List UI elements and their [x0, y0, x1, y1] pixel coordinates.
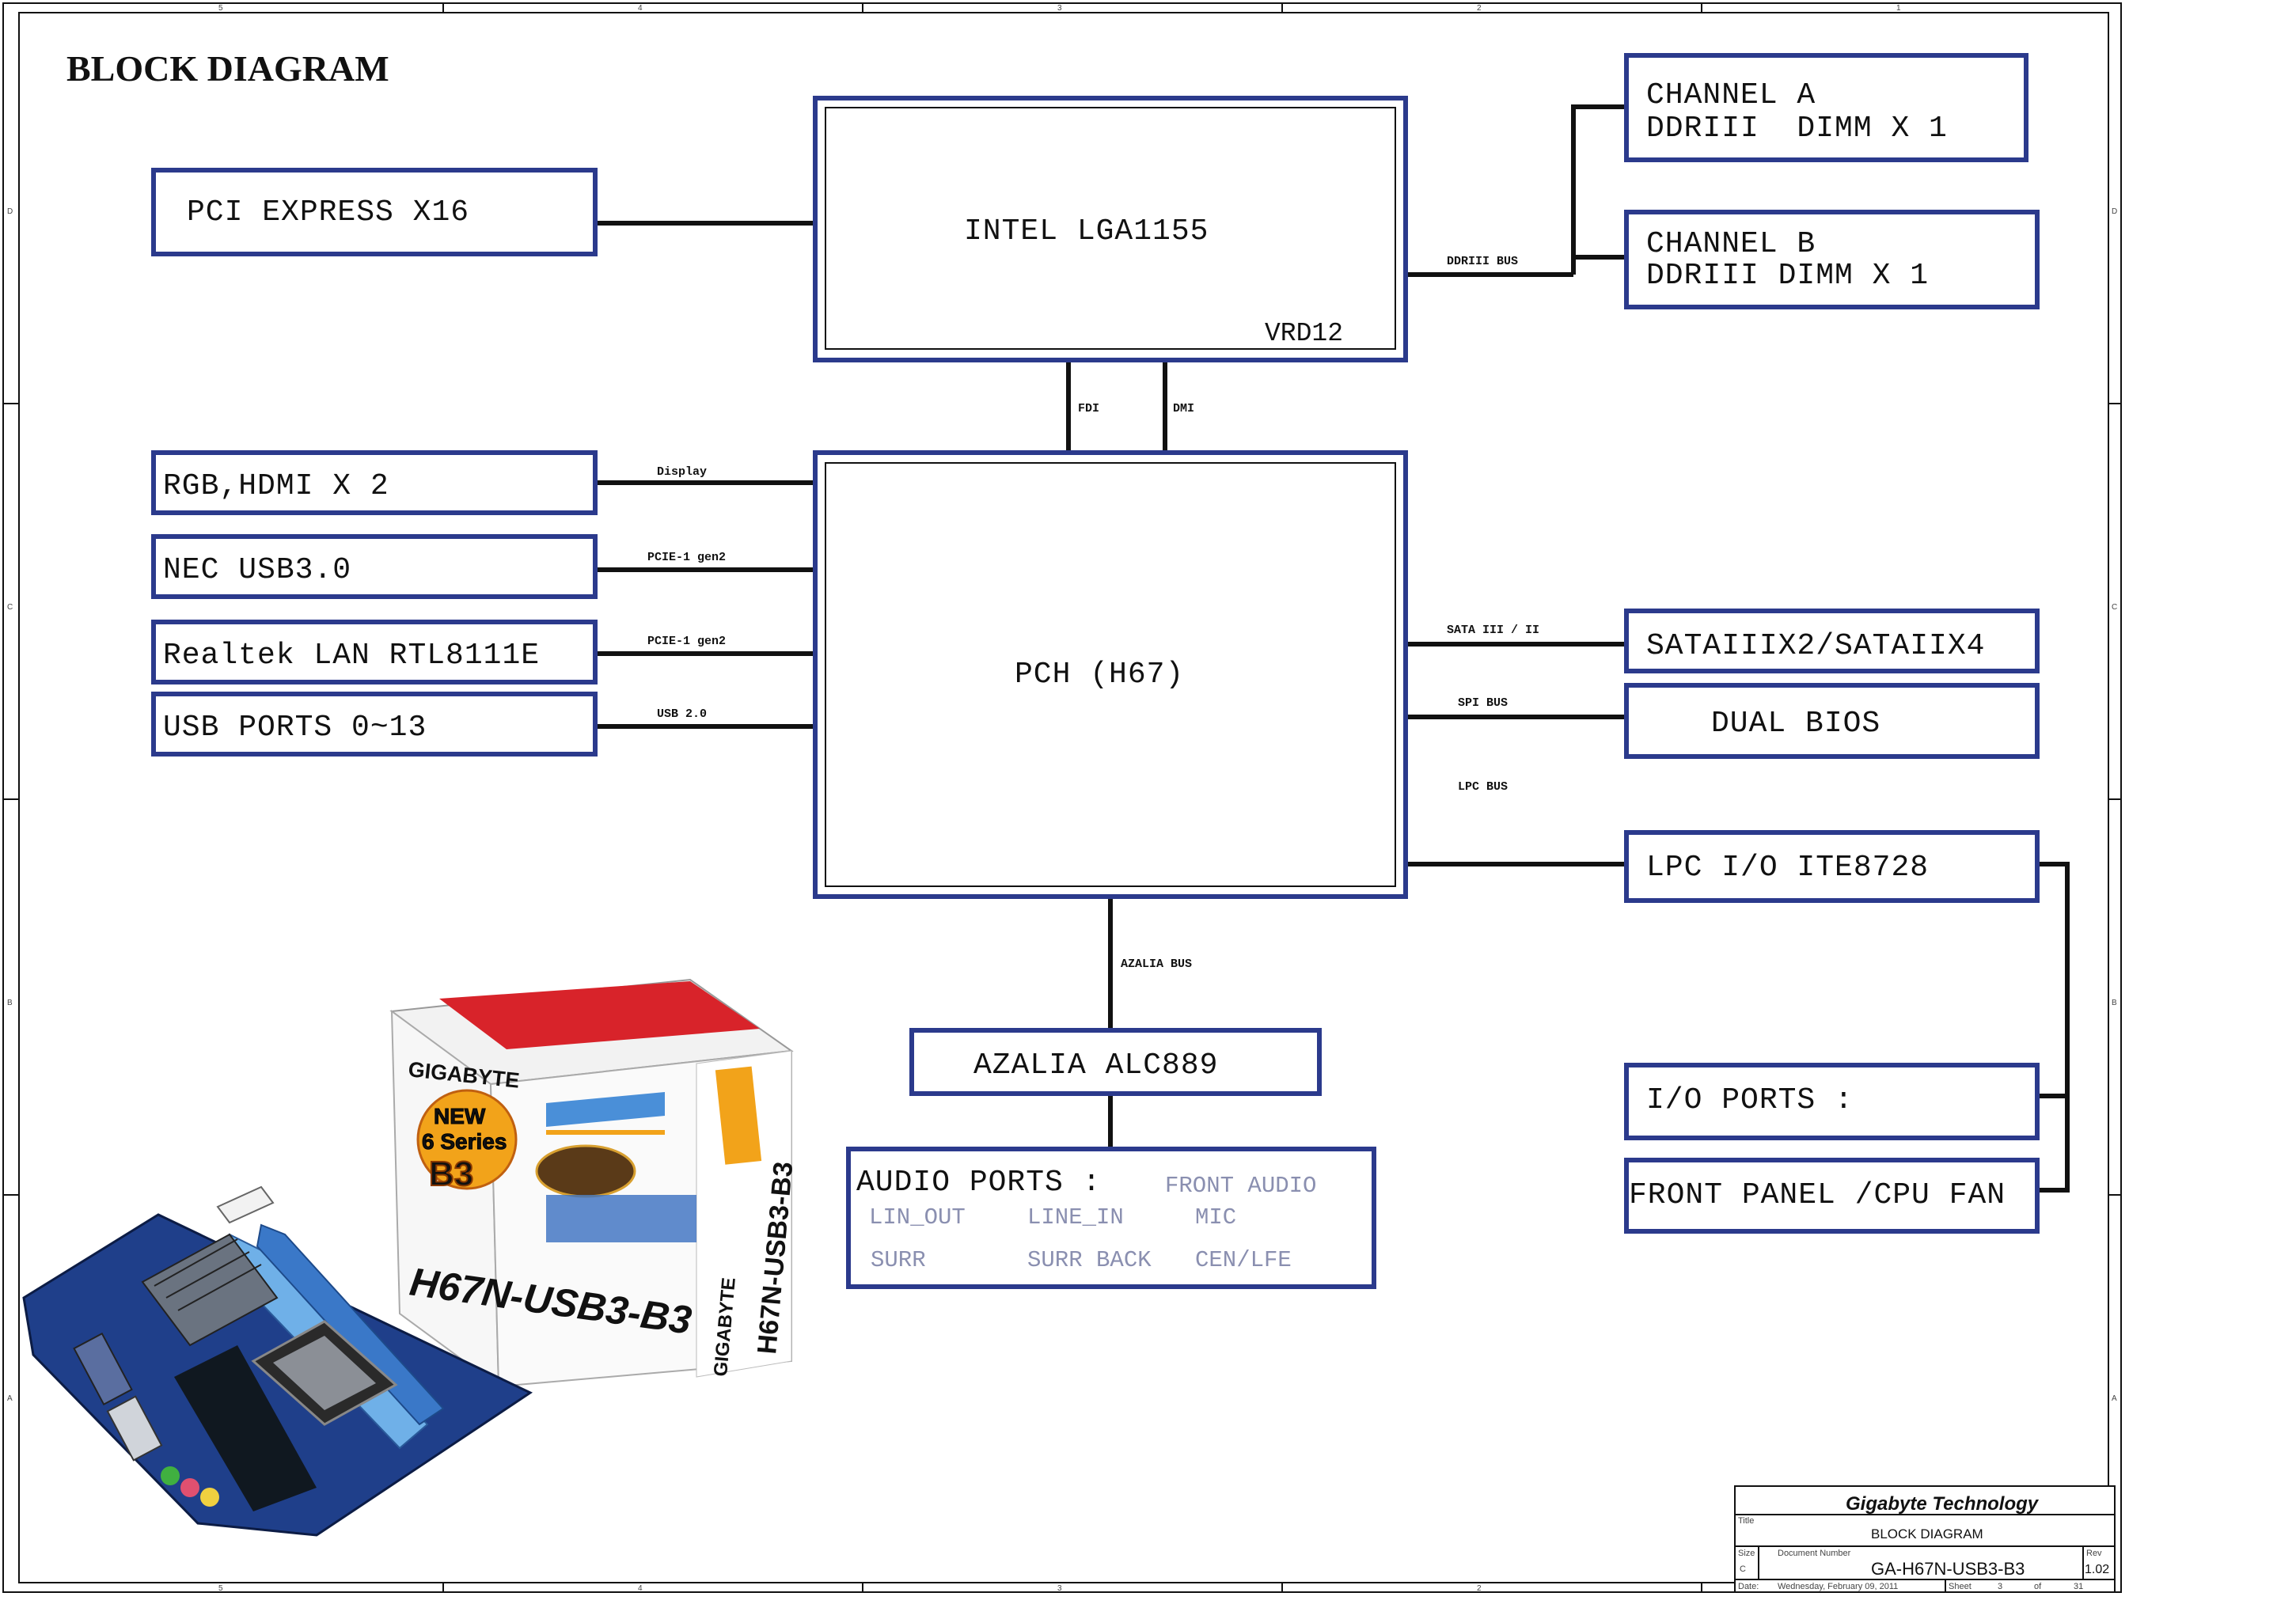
- block-label-lpc-io: LPC I/O ITE8728: [1646, 851, 1929, 885]
- zone-row-label: A: [7, 1394, 13, 1403]
- bus-label-ddriii: DDRIII BUS: [1447, 255, 1518, 268]
- title-block-docnum: GA-H67N-USB3-B3: [1871, 1559, 2025, 1579]
- zone-col-label: 3: [1057, 1584, 1062, 1593]
- block-label-nec-usb3: NEC USB3.0: [163, 553, 351, 587]
- block-pcie-x16: PCI EXPRESS X16: [151, 168, 598, 256]
- block-label-dual-bios: DUAL BIOS: [1711, 707, 1880, 741]
- bus-label-fdi: FDI: [1078, 402, 1099, 415]
- title-block-size: C: [1740, 1564, 1746, 1574]
- block-label-front-panel: FRONT PANEL /CPU FAN: [1629, 1178, 2006, 1212]
- audio-line-in: LINE_IN: [1027, 1204, 1124, 1231]
- block-label-rgb-hdmi: RGB,HDMI X 2: [163, 469, 389, 503]
- zone-col-label: 4: [638, 4, 643, 13]
- block-pch: PCH (H67): [813, 450, 1408, 899]
- zone-row-label: B: [7, 999, 13, 1007]
- block-realtek-lan: Realtek LAN RTL8111E: [151, 620, 598, 684]
- zone-row-label: D: [7, 207, 13, 216]
- audio-cen-lfe: CEN/LFE: [1195, 1247, 1292, 1273]
- title-block-rev-label: Rev: [2086, 1549, 2102, 1558]
- block-label-channel-b-1: CHANNEL B: [1646, 227, 1816, 261]
- bus-label-azalia: AZALIA BUS: [1121, 957, 1192, 971]
- block-channel-a: CHANNEL A DDRIII DIMM X 1: [1624, 53, 2028, 162]
- block-label-pch: PCH (H67): [1015, 658, 1184, 692]
- block-usb-ports: USB PORTS 0~13: [151, 692, 598, 757]
- zone-col-label: 4: [638, 1584, 643, 1593]
- block-cpu: INTEL LGA1155 VRD12: [813, 96, 1408, 362]
- block-lpc-io: LPC I/O ITE8728: [1624, 830, 2040, 903]
- connection-lines: [595, 104, 2070, 1193]
- audio-ports-heading: AUDIO PORTS :: [856, 1166, 1101, 1200]
- lpc-io-riser: [2037, 862, 2070, 1193]
- zone-row-label: C: [7, 603, 13, 612]
- block-sata: SATAIIIX2/SATAIIX4: [1624, 609, 2040, 673]
- block-label-vrd: VRD12: [1265, 319, 1343, 348]
- zone-row-label: C: [2112, 603, 2117, 612]
- title-block-company: Gigabyte Technology: [1846, 1493, 2040, 1515]
- block-label-azalia: AZALIA ALC889: [973, 1049, 1218, 1083]
- block-dual-bios: DUAL BIOS: [1624, 683, 2040, 759]
- audio-mic: MIC: [1195, 1204, 1236, 1231]
- block-audio-ports: AUDIO PORTS : FRONT AUDIO LIN_OUT LINE_I…: [846, 1147, 1376, 1289]
- title-block-date: Wednesday, February 09, 2011: [1778, 1582, 1898, 1591]
- zone-row-label: B: [2112, 999, 2117, 1007]
- zone-row-label: A: [2112, 1394, 2117, 1403]
- zone-col-label: 2: [1477, 4, 1482, 13]
- block-nec-usb3: NEC USB3.0: [151, 534, 598, 599]
- bus-label-lpc: LPC BUS: [1458, 780, 1508, 794]
- block-label-usb-ports: USB PORTS 0~13: [163, 711, 427, 745]
- block-label-channel-a-2: DDRIII DIMM X 1: [1646, 112, 1948, 146]
- block-rgb-hdmi: RGB,HDMI X 2: [151, 450, 598, 515]
- block-label-channel-a-1: CHANNEL A: [1646, 78, 1816, 112]
- audio-surr: SURR: [871, 1247, 926, 1273]
- bus-label-display: Display: [657, 465, 707, 479]
- diagram-title: BLOCK DIAGRAM: [66, 48, 389, 89]
- block-label-io-ports: I/O PORTS :: [1646, 1083, 1854, 1117]
- badge-b3: B3: [429, 1155, 473, 1193]
- title-block-docnum-label: Document Number: [1778, 1549, 1851, 1558]
- bus-label-dmi: DMI: [1173, 402, 1194, 415]
- title-block-rev: 1.02: [2085, 1563, 2109, 1576]
- title-block-sheet-label: Sheet: [1949, 1582, 1972, 1591]
- bus-label-pcie1-a: PCIE-1 gen2: [647, 551, 726, 564]
- badge-series: 6 Series: [422, 1129, 507, 1154]
- block-label-pcie-x16: PCI EXPRESS X16: [187, 195, 469, 229]
- bus-labels: DDRIII BUS FDI DMI Display PCIE-1 gen2 P…: [647, 255, 1539, 971]
- title-block-size-label: Size: [1738, 1549, 1755, 1558]
- bus-label-sata: SATA III / II: [1447, 624, 1539, 637]
- bus-label-spi: SPI BUS: [1458, 696, 1508, 710]
- title-block-title-label: Title: [1738, 1516, 1754, 1526]
- drawing-frame: 5 4 3 2 1 5 4 3 2 1 D C B A D C B A: [2, 2, 2122, 1593]
- title-block: Gigabyte Technology Title BLOCK DIAGRAM …: [1734, 1485, 2116, 1593]
- retail-box: GIGABYTE NEW 6 Series B3 H67N-USB3-B3 GI…: [389, 978, 799, 1389]
- bus-label-usb20: USB 2.0: [657, 707, 707, 721]
- block-azalia: AZALIA ALC889: [909, 1028, 1322, 1096]
- audio-lin-out: LIN_OUT: [869, 1204, 966, 1231]
- zone-col-label: 2: [1477, 1584, 1482, 1593]
- badge-new: NEW: [434, 1104, 486, 1128]
- zone-col-label: 3: [1057, 4, 1062, 13]
- block-label-cpu: INTEL LGA1155: [964, 214, 1209, 248]
- block-io-ports: I/O PORTS :: [1624, 1063, 2040, 1140]
- zone-col-label: 5: [218, 1584, 223, 1593]
- zone-col-label: 1: [1896, 4, 1901, 13]
- title-block-sheet: 3: [1998, 1582, 2002, 1591]
- title-block-sheet-total: 31: [2074, 1582, 2083, 1591]
- zone-col-label: 5: [218, 4, 223, 13]
- block-channel-b: CHANNEL B DDRIII DIMM X 1: [1624, 210, 2040, 309]
- bus-label-pcie1-b: PCIE-1 gen2: [647, 635, 726, 648]
- zone-row-label: D: [2112, 207, 2117, 216]
- title-block-title: BLOCK DIAGRAM: [1871, 1526, 1983, 1541]
- title-block-of-label: of: [2034, 1582, 2042, 1591]
- audio-front-audio: FRONT AUDIO: [1165, 1173, 1316, 1199]
- block-label-realtek-lan: Realtek LAN RTL8111E: [163, 639, 540, 673]
- product-photo: GIGABYTE NEW 6 Series B3 H67N-USB3-B3 GI…: [22, 978, 799, 1537]
- title-block-date-label: Date:: [1738, 1582, 1759, 1591]
- block-label-sata: SATAIIIX2/SATAIIX4: [1646, 629, 1985, 663]
- motherboard: [22, 1185, 533, 1537]
- audio-surr-back: SURR BACK: [1027, 1247, 1152, 1273]
- block-front-panel: FRONT PANEL /CPU FAN: [1624, 1158, 2040, 1234]
- block-label-channel-b-2: DDRIII DIMM X 1: [1646, 259, 1929, 293]
